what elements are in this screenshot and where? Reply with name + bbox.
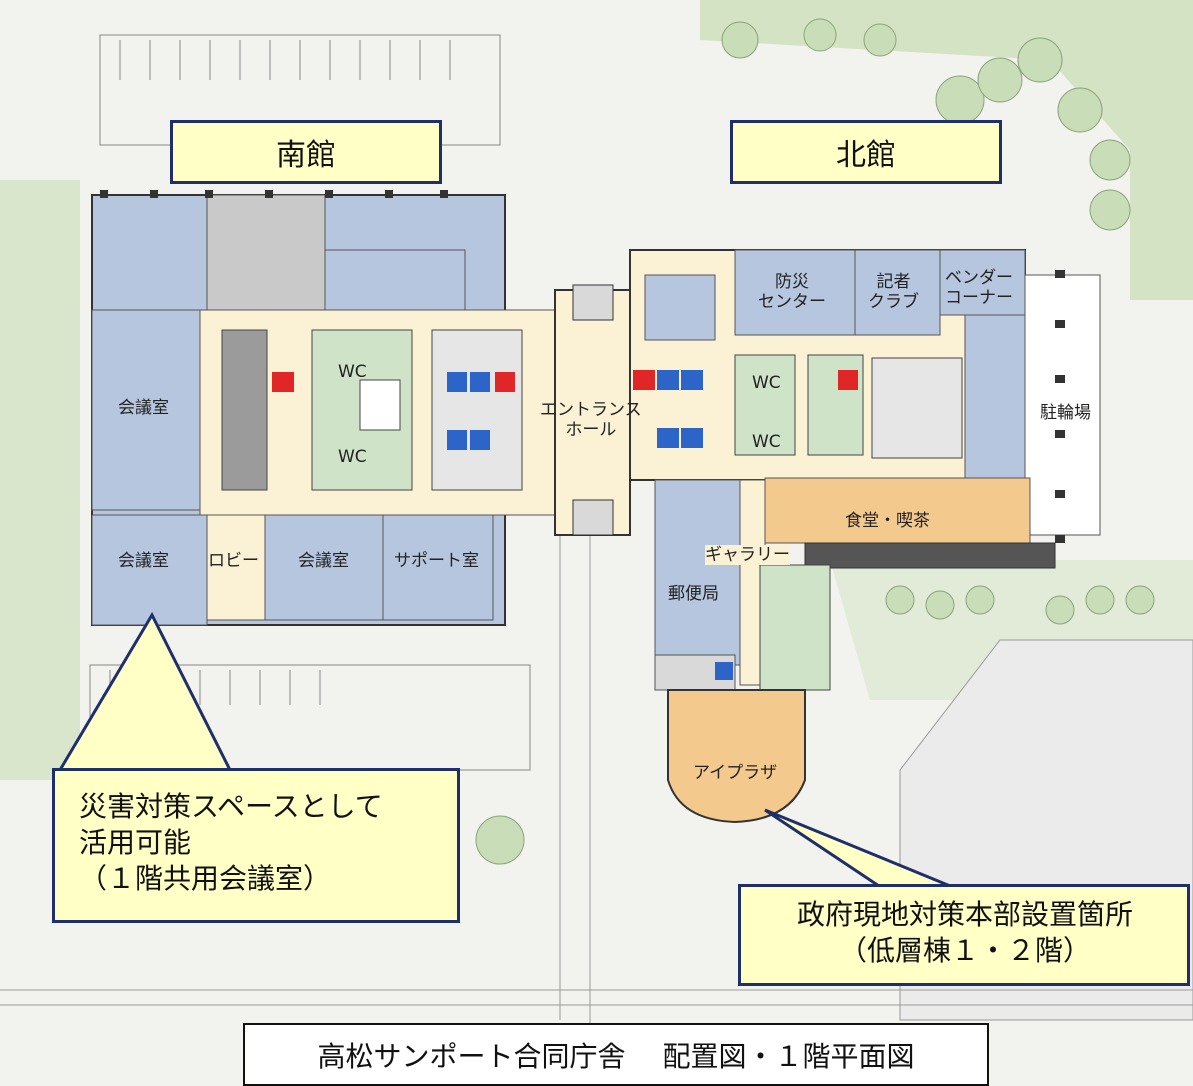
wc-label: WC [752,373,781,393]
disaster-center-label: 防災 センター [758,272,826,312]
green-area-west [0,180,80,780]
meeting-room-label: 会議室 [118,551,169,571]
gallery-label: ギャラリー [705,545,790,565]
south-building-tag: 南館 [170,120,442,184]
wc-label: WC [338,362,367,382]
callout-left-box: 災害対策スペースとして 活用可能 （１階共用会議室） [52,768,460,923]
bicycle-parking-label: 駐輪場 [1040,403,1091,423]
meeting-room-label: 会議室 [298,551,349,571]
meeting-room-label: 会議室 [118,398,169,418]
south-building [91,194,556,626]
map-caption: 高松サンポート合同庁舎 配置図・１階平面図 [243,1023,989,1086]
callout-right-box: 政府現地対策本部設置箇所 （低層棟１・２階） [738,884,1190,986]
cafeteria-label: 食堂・喫茶 [845,511,930,531]
entrance-hall-label: エントランス ホール [540,400,642,440]
lobby-label: ロビー [208,551,259,571]
columns [100,190,1065,543]
green-area-northeast [700,0,1193,300]
vendor-corner-label: ベンダー コーナー [945,268,1013,308]
post-office-label: 郵便局 [668,584,719,604]
callout-left-text: 災害対策スペースとして 活用可能 （１階共用会議室） [79,790,383,895]
roads [0,500,1193,1086]
i-plaza-label: アイプラザ [693,763,778,783]
wc-label: WC [338,447,367,467]
north-building [629,249,1101,824]
wc-label: WC [752,432,781,452]
press-club-label: 記者 クラブ [868,272,919,312]
north-building-tag: 北館 [730,120,1002,184]
support-room-label: サポート室 [394,551,479,571]
trees [475,18,1155,865]
callout-right-text: 政府現地対策本部設置箇所 （低層棟１・２階） [796,898,1133,967]
